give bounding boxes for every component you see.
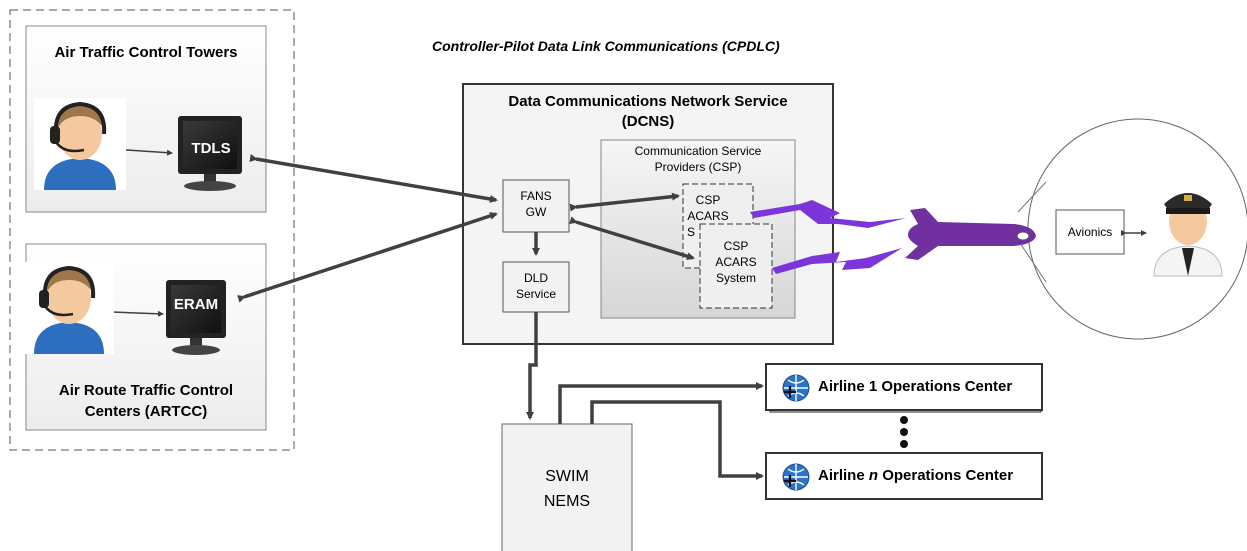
arrow-dld-swim	[526, 312, 538, 420]
globe-icon	[782, 374, 810, 402]
dld-line1: DLD	[523, 271, 548, 285]
fans-gw-label: FANS GW	[503, 188, 569, 220]
dld-service-label: DLD Service	[503, 270, 569, 302]
towers-title: Air Traffic Control Towers	[54, 44, 238, 61]
csp-front-line2: ACARS	[715, 255, 757, 269]
csp-acars-front-box	[699, 223, 773, 309]
csp-front-line3: System	[715, 271, 756, 285]
arrow-controller-eram	[106, 308, 164, 317]
dld-service-box	[502, 261, 570, 313]
swim-nems-box	[501, 423, 633, 551]
airlinen-n: n	[868, 467, 879, 484]
swim-line2: NEMS	[543, 493, 591, 510]
dcns-title-line1: Data Communications Network Service	[508, 93, 788, 110]
csp-acars-front-label: CSP ACARS System	[700, 238, 772, 286]
csp-title: Communication Service Providers (CSP)	[601, 143, 795, 175]
swim-line1: SWIM	[545, 468, 589, 485]
csp-title-line1: Communication Service	[634, 144, 762, 158]
pilot-icon	[1153, 193, 1223, 277]
airlinen-post: Operations Center	[878, 467, 1014, 484]
arrow-fans-csp-back	[569, 192, 680, 212]
airline1-box	[765, 363, 1043, 411]
artcc-title-line2: Centers (ARTCC)	[84, 403, 208, 420]
airline1-label: Airline 1 Operations Center	[818, 378, 1013, 395]
monitor-icon	[166, 280, 226, 355]
dld-line2: Service	[515, 287, 556, 301]
arrow-tdls-fans	[249, 154, 498, 203]
ellipsis-dot	[900, 440, 908, 448]
csp-back-line2: ACARS	[687, 209, 729, 223]
arrow-swim-airline1	[558, 382, 764, 424]
aircraft-icon	[905, 208, 1036, 260]
zoom-line-top	[1017, 181, 1047, 213]
csp-back-line1: CSP	[695, 193, 721, 207]
fans-gw-box	[502, 179, 570, 233]
ellipsis-dot	[900, 428, 908, 436]
artcc-title: Air Route Traffic Control Centers (ARTCC…	[26, 380, 266, 422]
ellipsis-dot	[900, 416, 908, 424]
avionics-label: Avionics	[1067, 225, 1113, 239]
lightning-icon	[772, 248, 902, 274]
person-headset-icon	[34, 98, 126, 190]
atc-group-dashed-border	[9, 9, 295, 451]
zoom-line-bottom	[1017, 239, 1047, 283]
arrow-eram-fans	[237, 212, 498, 303]
airlinen-pre: Airline	[818, 467, 869, 484]
person-headset-icon	[24, 262, 114, 354]
lightning-icon	[750, 200, 906, 228]
arrow-fans-csp-front	[569, 216, 695, 261]
swim-nems-label: SWIM NEMS	[502, 464, 632, 514]
csp-title-line2: Providers (CSP)	[654, 160, 742, 174]
dcns-title: Data Communications Network Service (DCN…	[463, 92, 833, 132]
artcc-title-line1: Air Route Traffic Control	[58, 382, 234, 399]
eram-label: ERAM	[173, 296, 219, 313]
avionics-box	[1055, 209, 1125, 255]
globe-icon	[782, 463, 810, 491]
airlinen-box	[765, 452, 1043, 500]
diagram-title: Controller-Pilot Data Link Communication…	[432, 38, 780, 54]
arrow-controller-tdls	[121, 146, 173, 156]
monitor-icon	[178, 116, 242, 191]
csp-front-line1: CSP	[723, 239, 749, 253]
csp-acars-back-label: CSP ACARS S	[683, 192, 733, 240]
tdls-label: TDLS	[191, 140, 231, 157]
arrow-swim-airlinen	[590, 400, 764, 480]
fans-line1: FANS	[520, 189, 552, 203]
dcns-title-line2: (DCNS)	[621, 113, 675, 130]
csp-back-line3: S	[687, 225, 696, 239]
airlinen-label: Airline n Operations Center	[818, 467, 1040, 484]
fans-line2: GW	[525, 205, 547, 219]
